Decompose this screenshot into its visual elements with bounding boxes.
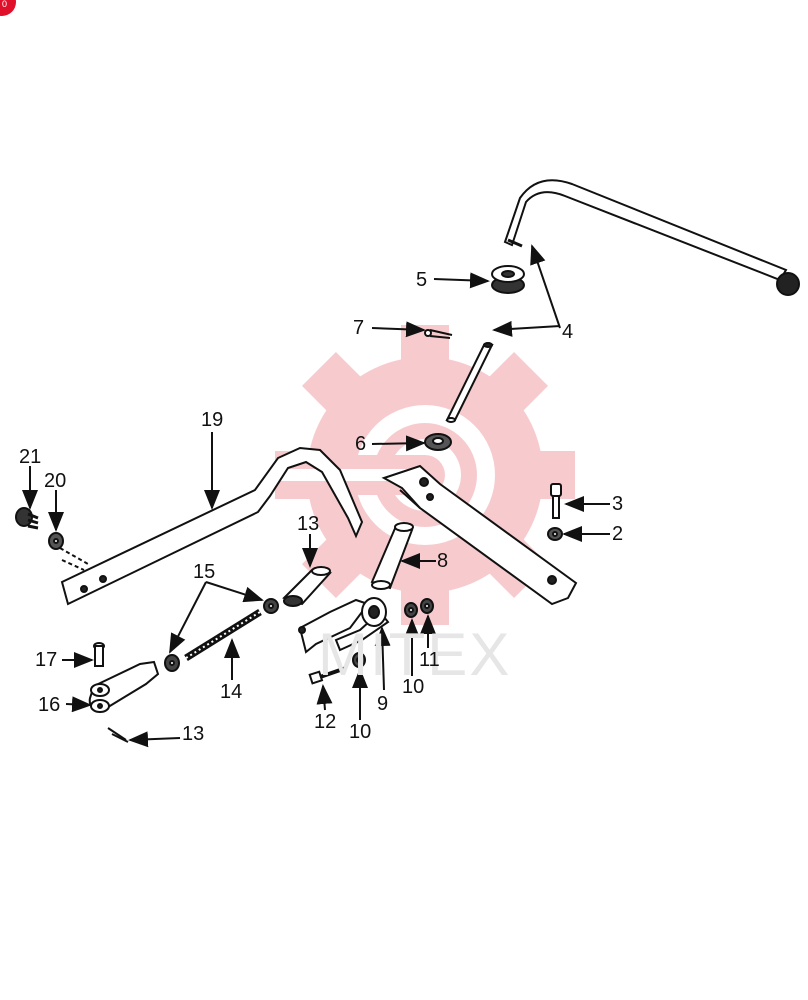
corner-badge-text: 0 xyxy=(2,0,8,9)
part-20-washer xyxy=(48,532,64,550)
part-5-grommet xyxy=(491,265,525,294)
callout-4: 4 xyxy=(562,321,574,343)
callout-6: 6 xyxy=(355,433,367,455)
part-13-cotter-pin-lower xyxy=(107,727,129,743)
part-8-sleeve xyxy=(370,522,414,590)
part-16-clevis xyxy=(88,660,160,714)
callout-20: 20 xyxy=(44,470,67,492)
callout-7: 7 xyxy=(353,317,365,339)
callout-13-lower: 13 xyxy=(182,723,205,745)
callout-21: 21 xyxy=(19,446,42,468)
part-7-cotter-pin xyxy=(424,329,453,339)
dashed-link-20 xyxy=(59,547,89,565)
callout-13-upper: 13 xyxy=(297,513,320,535)
callout-9: 9 xyxy=(377,693,389,715)
part-10-washer-left xyxy=(352,652,366,668)
callout-19: 19 xyxy=(201,409,224,431)
callout-10-right: 10 xyxy=(402,676,425,698)
part-15-nut-upper xyxy=(263,598,279,614)
part-17-clevis-pin xyxy=(93,642,105,667)
part-9-bracket xyxy=(298,597,390,654)
callout-10-left: 10 xyxy=(349,721,372,743)
watermark-text: MITEX xyxy=(318,621,511,688)
part-21-bolt xyxy=(15,507,39,530)
callout-5: 5 xyxy=(416,269,428,291)
part-13-ferrule xyxy=(282,566,332,607)
part-10-washer-right xyxy=(404,602,418,618)
callout-17: 17 xyxy=(35,649,58,671)
part-15-nut-lower xyxy=(164,654,180,672)
callout-12: 12 xyxy=(314,711,337,733)
callout-14: 14 xyxy=(220,681,243,703)
part-19-control-rod xyxy=(60,446,364,606)
part-3-bolt xyxy=(550,483,562,519)
part-12-bolt xyxy=(308,666,347,685)
part-14-threaded-rod xyxy=(184,609,262,661)
part-2-nut xyxy=(547,527,563,541)
part-bracket-plate xyxy=(381,464,578,606)
callout-2: 2 xyxy=(612,523,624,545)
callout-15: 15 xyxy=(193,561,216,583)
part-4-lift-lever xyxy=(445,179,800,423)
callout-11: 11 xyxy=(419,649,440,671)
callout-8: 8 xyxy=(437,550,449,572)
part-11-nut xyxy=(420,598,434,614)
part-6-washer xyxy=(424,433,452,451)
leader-lines xyxy=(22,244,610,748)
callout-16: 16 xyxy=(38,694,61,716)
callout-3: 3 xyxy=(612,493,624,515)
